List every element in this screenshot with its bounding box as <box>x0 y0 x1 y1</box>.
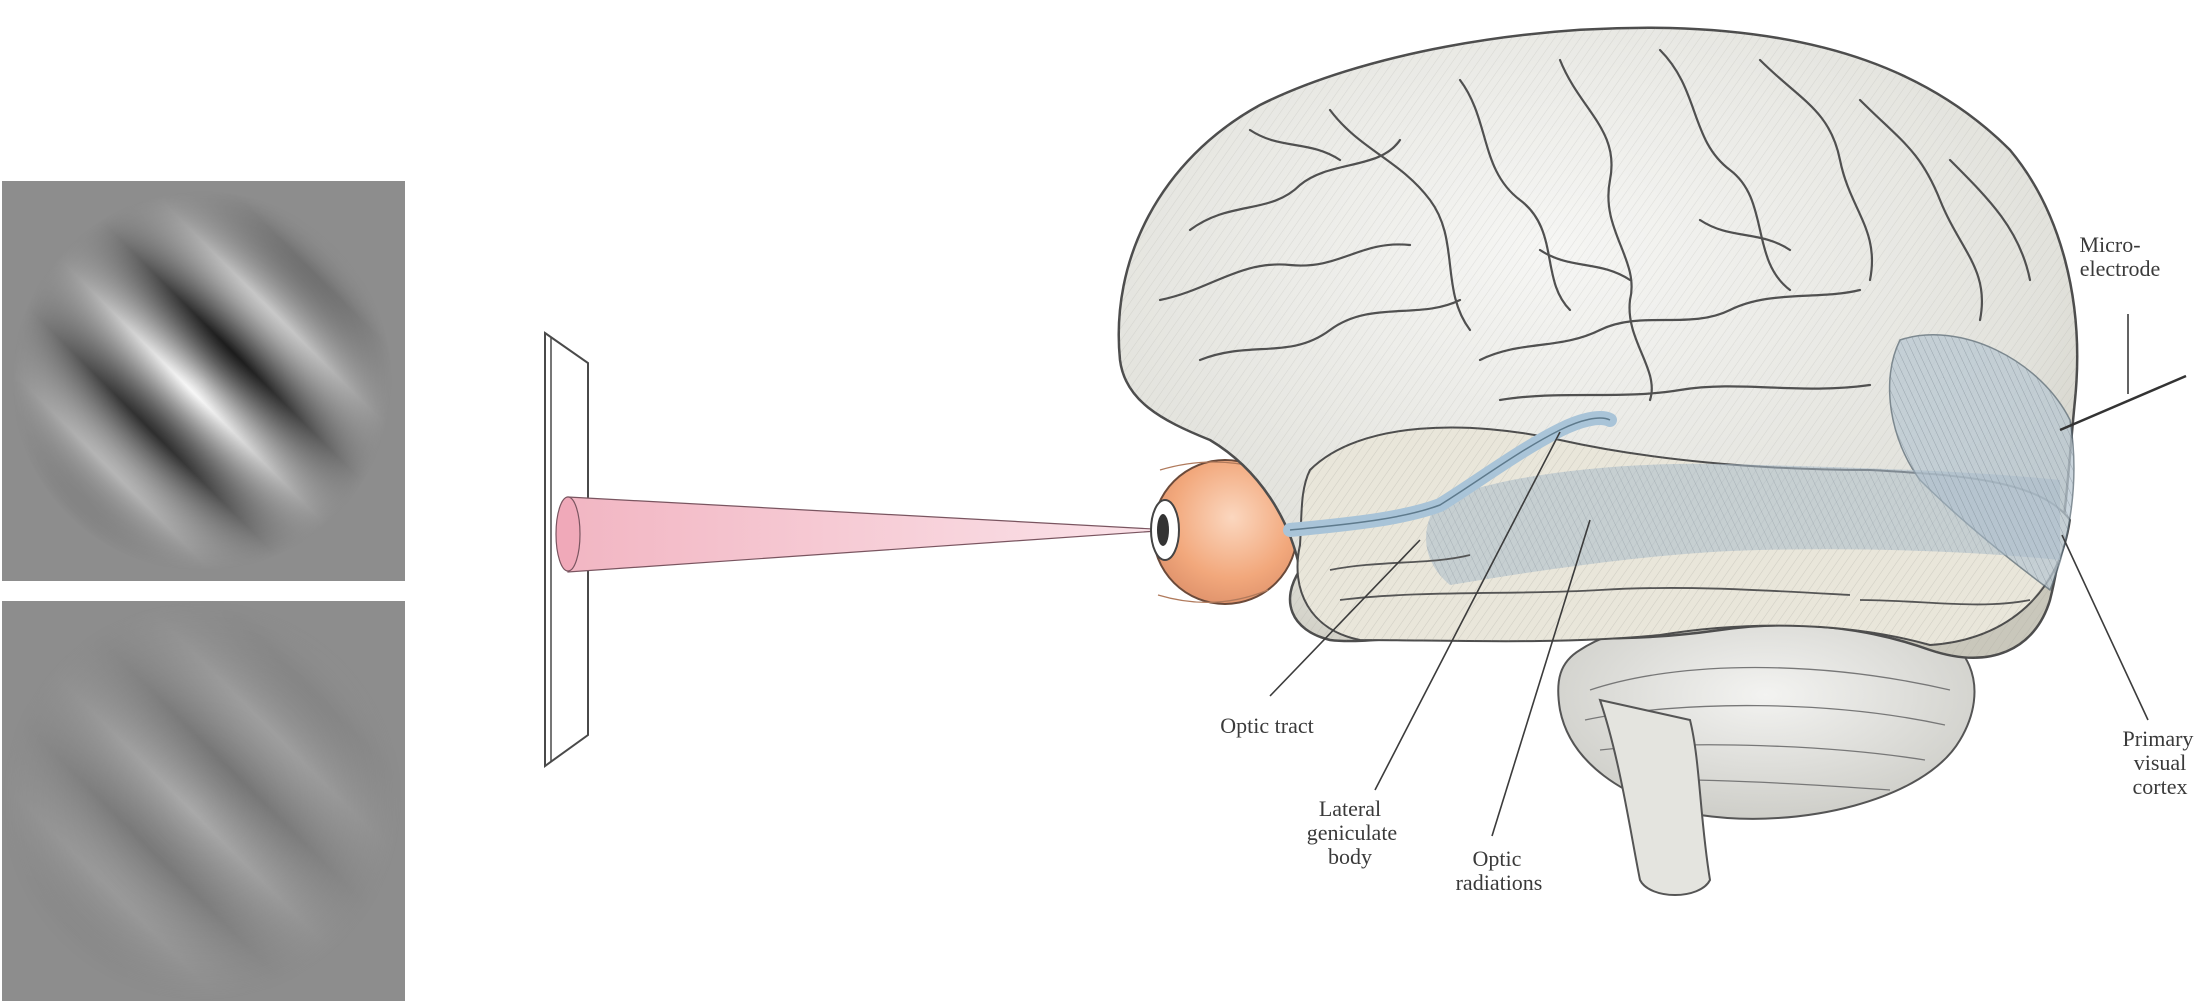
lgn-label-line2: geniculate <box>1307 820 1397 845</box>
primary-visual-cortex-label-line1: Primary <box>2123 726 2194 751</box>
primary-visual-cortex-label-line3: cortex <box>2133 774 2188 799</box>
brain <box>1119 28 2077 895</box>
light-cone <box>556 497 1172 572</box>
optic-radiations-label-line1: Optic <box>1473 846 1522 871</box>
microelectrode <box>2060 376 2186 430</box>
microelectrode-label-line1: Micro- <box>2079 232 2140 257</box>
lgn-label-line3: body <box>1328 844 1372 869</box>
primary-visual-cortex-label-line2: visual <box>2134 750 2187 775</box>
lgn-label-line1: Lateral <box>1319 796 1381 821</box>
optic-radiations-label-line2: radiations <box>1456 870 1543 895</box>
optic-tract-label: Optic tract <box>1220 713 1313 738</box>
microelectrode-label-line2: electrode <box>2080 256 2161 281</box>
